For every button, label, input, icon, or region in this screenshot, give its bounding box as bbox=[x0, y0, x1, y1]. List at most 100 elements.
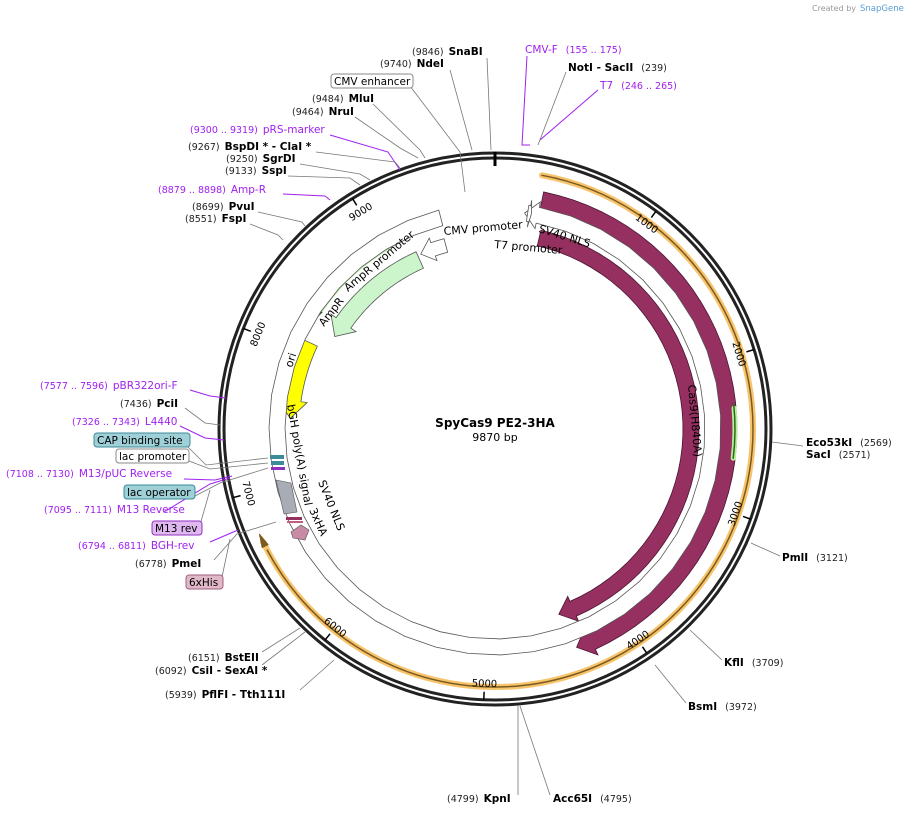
sspi-site[interactable]: SspI bbox=[262, 165, 287, 177]
bsteii-site[interactable]: BstEII bbox=[225, 652, 259, 664]
bspdi-pos: (9267) bbox=[188, 142, 220, 153]
csii-sexai-site[interactable]: CsiI - SexAI * bbox=[192, 665, 268, 677]
pmli-site[interactable]: PmlI bbox=[782, 552, 808, 564]
bgh-polya-feature bbox=[275, 479, 298, 515]
tick-mark bbox=[232, 494, 241, 499]
cap-feature bbox=[270, 455, 284, 459]
pbr322ori-f-primer[interactable]: pBR322ori-F bbox=[113, 380, 178, 392]
pcii-site[interactable]: PciI bbox=[157, 398, 178, 410]
cmv-enhancer-box[interactable] bbox=[330, 73, 414, 89]
eco53ki-site[interactable]: Eco53kI bbox=[806, 437, 852, 449]
fspi-site[interactable]: FspI bbox=[222, 213, 247, 225]
bsmi-site[interactable]: BsmI bbox=[688, 701, 717, 713]
fspi-pos: (8551) bbox=[185, 214, 217, 225]
pmei-site[interactable]: PmeI bbox=[172, 558, 202, 570]
tick-mark bbox=[650, 210, 657, 218]
kpni-label: (4799)KpnI bbox=[447, 793, 511, 805]
noti-label: NotI - SacII (239) bbox=[568, 62, 667, 74]
t7-pos: (246 .. 265) bbox=[621, 81, 677, 92]
noti-pos: (239) bbox=[641, 63, 667, 74]
ori-label: ori bbox=[282, 351, 299, 369]
tick-label: 9000 bbox=[347, 201, 374, 224]
acc65i-label: Acc65I (4795) bbox=[553, 793, 632, 805]
tick-label: 2000 bbox=[729, 341, 747, 369]
cmv-enhancer-label: CMV enhancer bbox=[334, 76, 411, 88]
tick-label: 7000 bbox=[239, 480, 256, 507]
ndei-site[interactable]: NdeI bbox=[417, 58, 444, 70]
prs-marker-primer[interactable]: pRS-marker bbox=[263, 124, 326, 136]
bsteii-label: (6151) BstEII bbox=[188, 652, 259, 664]
saci-site[interactable]: SacI bbox=[806, 449, 831, 461]
tick-mark bbox=[351, 198, 358, 206]
m13-rev-box[interactable] bbox=[151, 520, 203, 536]
l4440-primer[interactable]: L4440 bbox=[145, 416, 178, 428]
m13-puc-pos: (7108 .. 7130) bbox=[6, 469, 74, 480]
cas9-label: Cas9 bbox=[653, 401, 671, 430]
sspi-pos: (9133) bbox=[225, 166, 257, 177]
highlight-arrowhead[interactable] bbox=[258, 533, 269, 549]
ampr-promoter-feature[interactable] bbox=[420, 237, 449, 262]
m13-puc-label: (7108 .. 7130) M13/pUC Reverse bbox=[6, 468, 172, 480]
tick-label: 3000 bbox=[727, 500, 746, 528]
sgrdi-site[interactable]: SgrDI bbox=[263, 153, 296, 165]
pmli-label: PmlI(3121) bbox=[782, 552, 848, 564]
kfli-site[interactable]: KflI bbox=[724, 657, 744, 669]
nrui-site[interactable]: NruI bbox=[329, 106, 354, 118]
acc65i-pos: (4795) bbox=[600, 794, 632, 805]
amp-r-primer[interactable]: Amp-R bbox=[231, 184, 266, 196]
feature-highlight-line bbox=[266, 174, 754, 688]
pmei-label: (6778)PmeI bbox=[135, 558, 201, 570]
saci-label: SacI(2571) bbox=[806, 449, 870, 461]
cmv-f-label: CMV-F(155 .. 175) bbox=[525, 44, 622, 56]
snabi-site[interactable]: SnaBI bbox=[449, 46, 483, 58]
pvui-site[interactable]: PvuI bbox=[229, 201, 255, 213]
lac-operator-box[interactable] bbox=[123, 484, 196, 500]
bsteii-pos: (6151) bbox=[188, 653, 220, 664]
l4440-pos: (7326 .. 7343) bbox=[72, 417, 140, 428]
t7-promoter-label: T7 promoter bbox=[493, 238, 564, 257]
bsmi-label: BsmI (3972) bbox=[688, 701, 757, 713]
tick-mark bbox=[243, 327, 252, 333]
m13-feature bbox=[271, 467, 285, 470]
cap-binding-site-box[interactable] bbox=[93, 432, 191, 448]
pflfi-tth111i-site[interactable]: PflFI - Tth111I bbox=[202, 689, 286, 701]
cas9-feature[interactable] bbox=[536, 229, 700, 622]
nrui-pos: (9464) bbox=[292, 107, 324, 118]
cmv-f-primer[interactable]: CMV-F bbox=[525, 44, 558, 56]
tick-mark bbox=[742, 515, 751, 520]
mlui-site[interactable]: MluI bbox=[349, 93, 374, 105]
m13-puc-reverse-primer[interactable]: M13/pUC Reverse bbox=[79, 468, 172, 480]
6xhis-box[interactable] bbox=[185, 574, 224, 590]
lac-promoter-label: lac promoter bbox=[119, 451, 187, 463]
t7-promoter-feature[interactable] bbox=[525, 200, 533, 228]
eco53ki-label: Eco53kI (2569) bbox=[806, 437, 892, 449]
tick-label: 4000 bbox=[625, 629, 652, 652]
cap-binding-site-label: CAP binding site bbox=[97, 435, 183, 447]
bsmi-pos: (3972) bbox=[725, 702, 757, 713]
ampr-feature[interactable] bbox=[330, 251, 424, 337]
bspdi-clai-site[interactable]: BspDI * - ClaI * bbox=[225, 141, 312, 153]
nrui-label: (9464) NruI bbox=[292, 106, 354, 118]
t7-primer[interactable]: T7 bbox=[599, 80, 613, 92]
bgh-rev-primer[interactable]: BGH-rev bbox=[151, 540, 195, 552]
sspi-label: (9133) SspI bbox=[225, 165, 287, 177]
prs-marker-pos: (9300 .. 9319) bbox=[190, 125, 258, 136]
eco53ki-pos: (2569) bbox=[860, 438, 892, 449]
noti-sacii-site[interactable]: NotI - SacII bbox=[568, 62, 633, 74]
acc65i-site[interactable]: Acc65I bbox=[553, 793, 592, 805]
cmv-promoter-feature[interactable] bbox=[268, 200, 721, 656]
his-feature bbox=[290, 524, 310, 541]
pflfi-label: (5939)PflFI - Tth111I bbox=[165, 689, 285, 701]
pbr322-pos: (7577 .. 7596) bbox=[40, 381, 108, 392]
sv40-nls-bottom-feature bbox=[286, 517, 302, 520]
pcii-pos: (7436) bbox=[120, 399, 152, 410]
kpni-site[interactable]: KpnI bbox=[484, 793, 511, 805]
m13-reverse-primer[interactable]: M13 Reverse bbox=[117, 504, 185, 516]
bspdi-label: (9267) BspDI * - ClaI * bbox=[188, 141, 312, 153]
ha-feature bbox=[287, 521, 303, 523]
lac-promoter-box[interactable] bbox=[115, 448, 190, 464]
cas9-h840a-label: Cas9(H840A) bbox=[685, 384, 704, 457]
m13-reverse-label: (7095 .. 7111)M13 Reverse bbox=[44, 504, 185, 516]
